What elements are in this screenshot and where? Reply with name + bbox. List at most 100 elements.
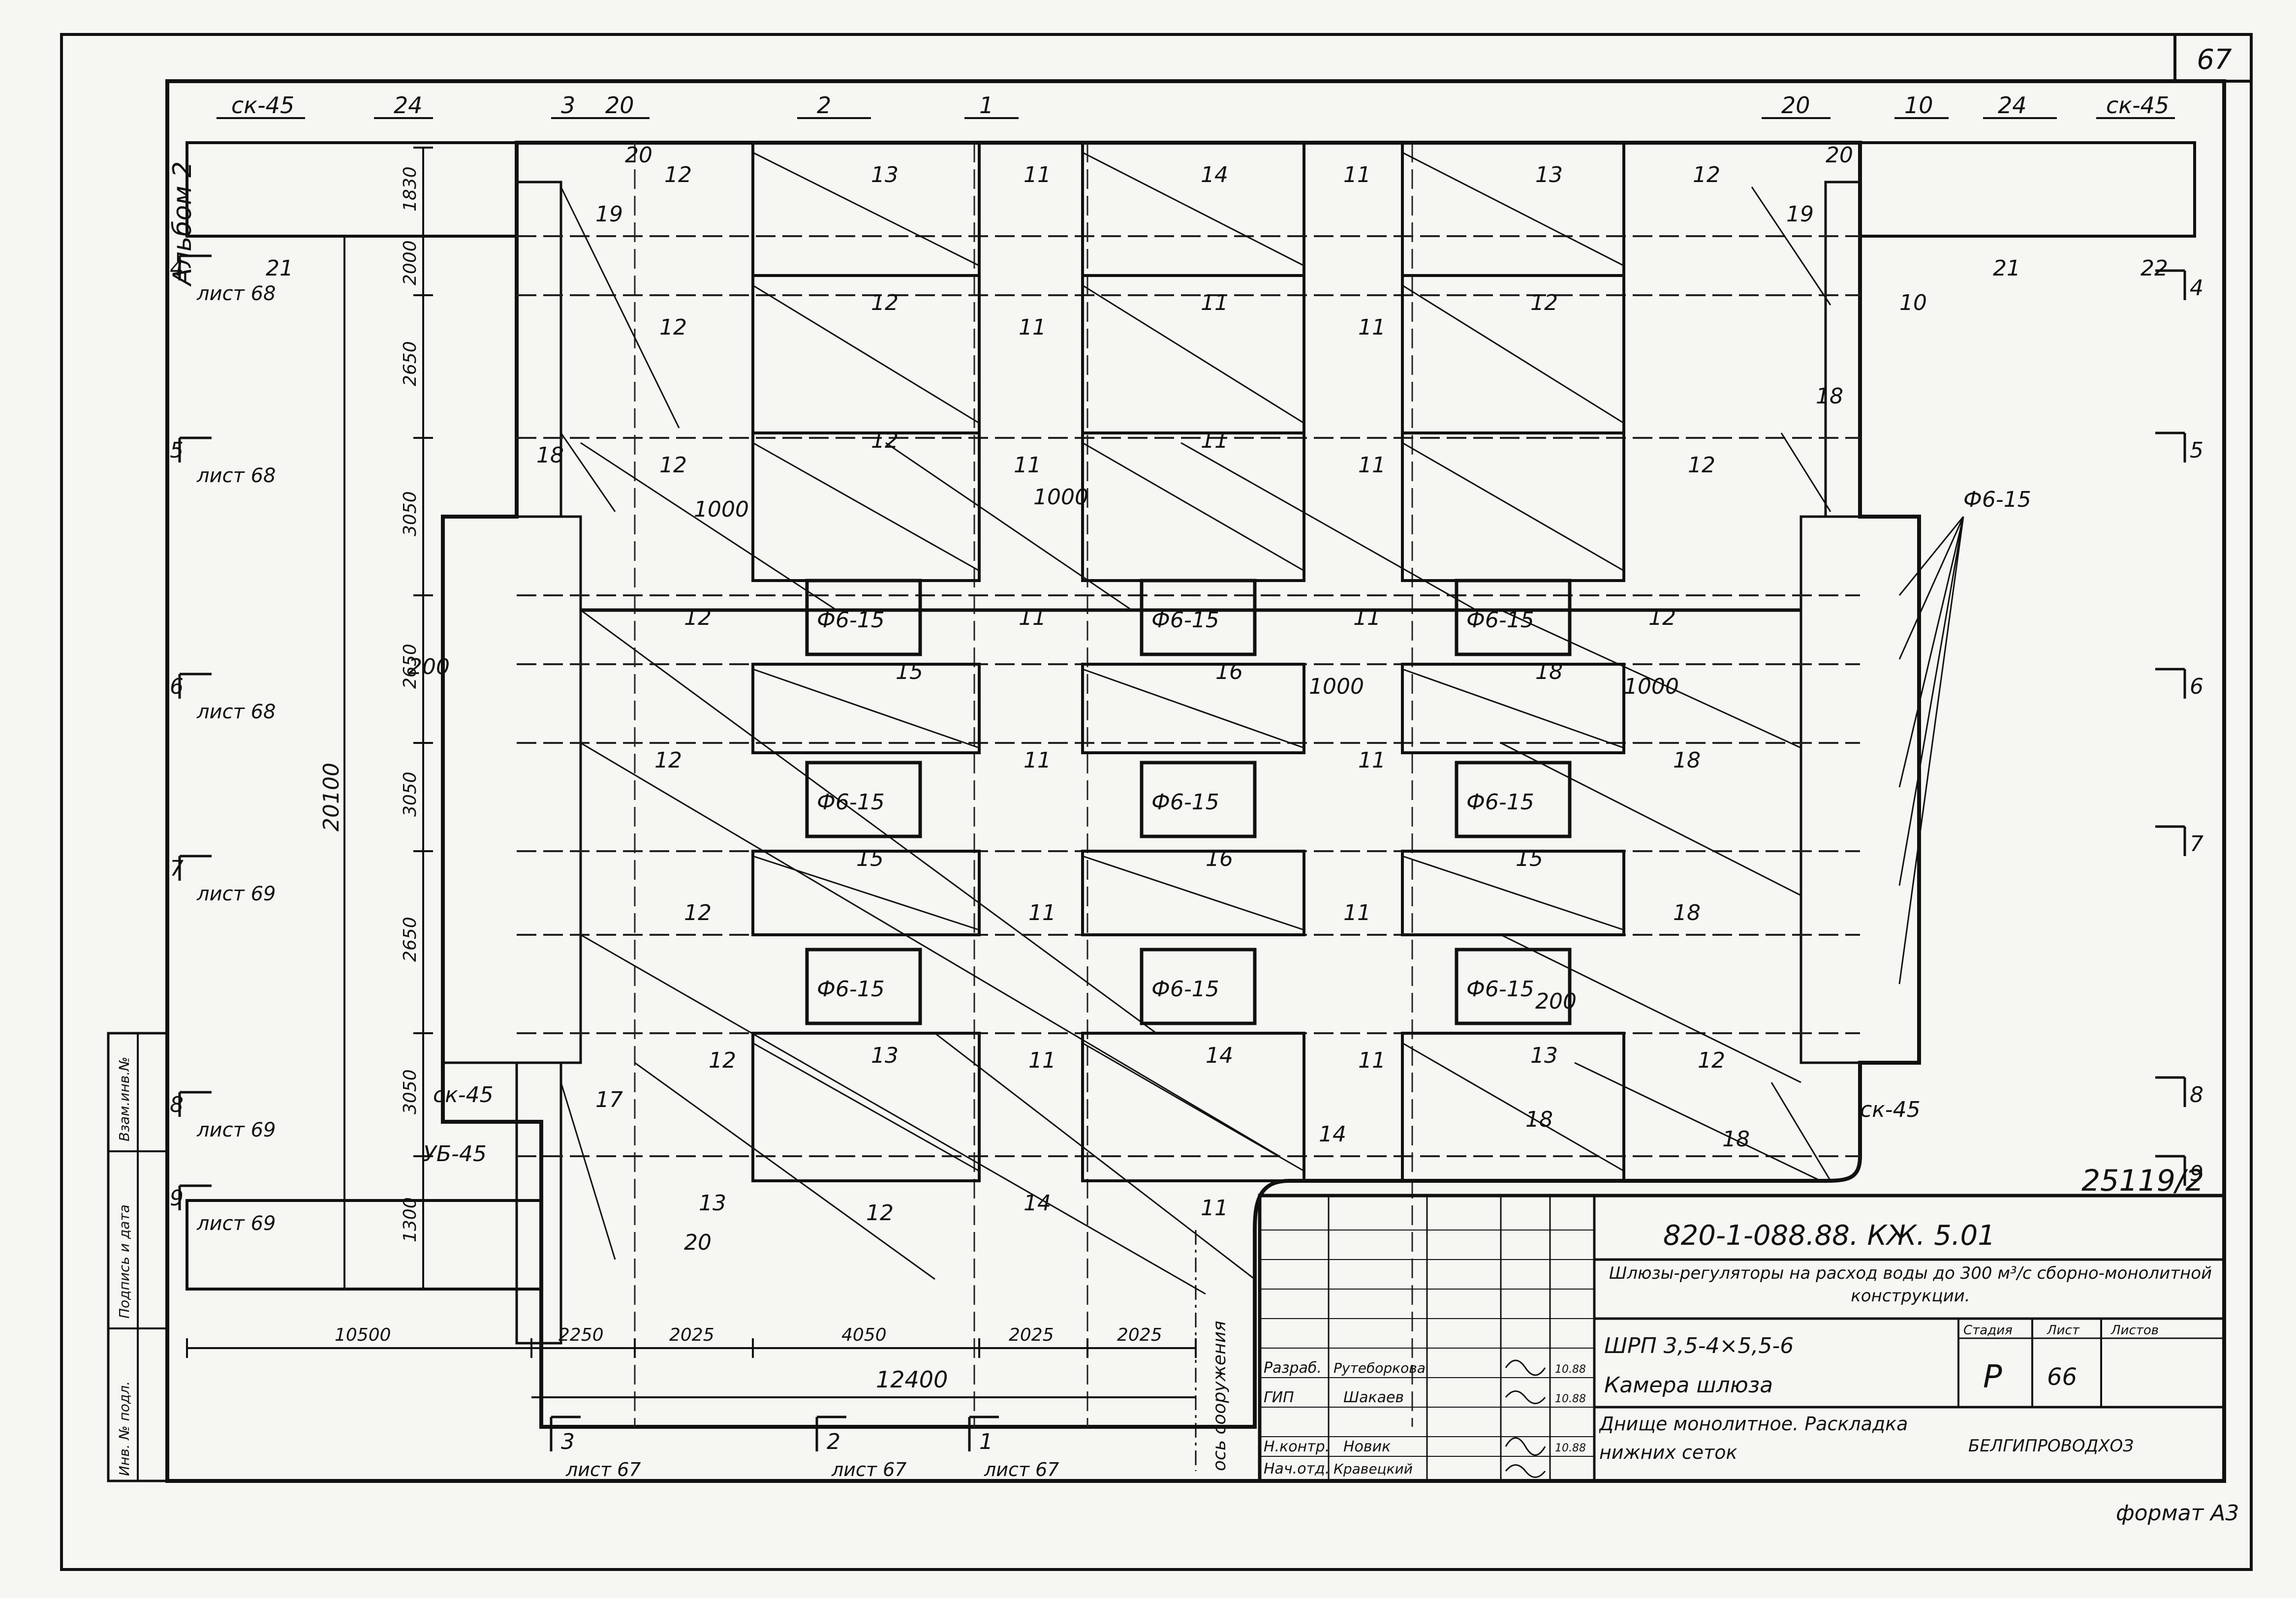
section-arrow [2155, 1076, 2186, 1107]
person-date: 10.88 [1555, 1442, 1586, 1454]
mesh-label: 22 [2141, 256, 2168, 281]
mesh-panel [751, 663, 981, 754]
vertical-dim: 2000 [400, 240, 420, 285]
inner-frame [165, 79, 2226, 1483]
overall-width: 12400 [876, 1366, 948, 1393]
person-date: 10.88 [1555, 1393, 1586, 1405]
section-sheet: лист 69 [196, 883, 276, 905]
mesh-label: 1000 [1309, 674, 1364, 699]
mesh-label: УБ-45 [423, 1141, 487, 1167]
vertical-dim: 1830 [400, 166, 420, 212]
mesh-diagonal [752, 1042, 980, 1172]
section-number: 5 [2190, 438, 2203, 463]
mesh-diagonal [560, 1082, 616, 1260]
top-mark: 20 [1781, 92, 1810, 119]
mesh-label: 18 [1525, 1107, 1553, 1132]
mesh-label: 11 [1019, 605, 1046, 630]
replace-inv-label: Взам.инв.№ [116, 1057, 132, 1141]
top-mark: 1 [979, 92, 993, 119]
mesh-label: 11 [1201, 290, 1228, 315]
mesh-label: 12 [1698, 1048, 1725, 1073]
top-mark: 24 [1998, 92, 2027, 119]
mesh-label: 11 [1353, 605, 1381, 630]
mesh-label: 12 [659, 315, 687, 340]
role-label: Разраб. [1264, 1359, 1322, 1377]
mesh-label: 11 [1343, 162, 1371, 187]
section-arrow [2155, 1155, 2186, 1186]
mesh-label: 11 [1343, 900, 1371, 925]
mesh-label: 12 [1530, 290, 1558, 315]
mesh-panel [1401, 1032, 1625, 1182]
mesh-grid [517, 143, 1860, 1427]
mesh-label: 13 [699, 1191, 726, 1216]
vertical-dim: 2650 [400, 917, 420, 962]
sheets-header: Листов [2110, 1323, 2159, 1338]
section-number: 1 [979, 1429, 993, 1454]
mesh-label: 11 [1201, 428, 1228, 453]
section-arrow [178, 1184, 212, 1210]
horizontal-dim: 4050 [841, 1325, 887, 1345]
outer-frame [60, 33, 2253, 1571]
vertical-dim: 2650 [400, 341, 420, 386]
mesh-panel [1081, 663, 1305, 754]
inv-no-label: Инв. № подл. [116, 1381, 132, 1476]
section-sheet: лист 67 [565, 1459, 641, 1480]
mesh-label: 18 [1673, 900, 1701, 925]
section-arrow [815, 1415, 846, 1451]
page-number-box [2173, 34, 2251, 83]
mesh-label: 12 [664, 162, 692, 187]
mesh-diagonal [634, 1062, 935, 1280]
mesh-label: 15 [896, 659, 923, 684]
right-wall-mid [1800, 515, 1921, 1064]
right-wall-top [1824, 181, 1862, 518]
title-block: 820-1-088.88. КЖ. 5.01 Шлюзы-регуляторы … [1258, 1194, 2226, 1483]
mesh-diagonal [752, 442, 980, 572]
section-sheet: лист 69 [196, 1119, 276, 1141]
horizontal-dim: 2025 [1009, 1325, 1054, 1345]
mesh-diagonal [752, 855, 980, 931]
chamber-name: Камера шлюза [1604, 1373, 1773, 1398]
section-number: 4 [170, 256, 184, 281]
mesh-panel [1081, 1032, 1305, 1182]
person-name: Кравецкий [1334, 1461, 1413, 1477]
mesh-diagonal [934, 1032, 1255, 1280]
vertical-dim: 1300 [400, 1197, 420, 1242]
f6-15-box [1140, 579, 1257, 656]
section-number: 8 [170, 1092, 184, 1117]
mesh-label: 12 [659, 453, 687, 478]
mesh-label: 11 [1014, 453, 1041, 478]
role-label: Н.контр. [1264, 1438, 1330, 1455]
mesh-diagonal [1500, 742, 1801, 896]
mesh-label: 11 [1028, 900, 1056, 925]
mesh-label: 13 [871, 162, 899, 187]
mesh-diagonal [1082, 152, 1304, 267]
overall-height: 20100 [319, 763, 344, 831]
vertical-dim: 3050 [400, 771, 420, 817]
organization: БЕЛГИПРОВОДХОЗ [1968, 1436, 2134, 1456]
mesh-label: 18 [1722, 1127, 1750, 1152]
vertical-dim: 3050 [400, 491, 420, 536]
mesh-diagonal [1402, 442, 1624, 572]
section-arrow [178, 673, 212, 699]
mesh-diagonal [1500, 934, 1801, 1083]
role-label: ГИП [1264, 1389, 1294, 1406]
mesh-label: 14 [1319, 1122, 1346, 1147]
mesh-label: 14 [1024, 1191, 1051, 1216]
f6-15-box [1140, 761, 1257, 838]
role-label: Нач.отд. [1264, 1460, 1330, 1477]
section-sheet: лист 69 [196, 1212, 276, 1235]
section-sheet: лист 68 [196, 282, 276, 305]
mesh-diagonal [752, 152, 980, 267]
mesh-label: 11 [1024, 748, 1051, 773]
axis-label: ось сооружения [1210, 1321, 1230, 1471]
mesh-diagonal [1751, 186, 1831, 306]
top-mark: ск-45 [231, 92, 294, 119]
mesh-label: 200 [408, 654, 450, 679]
album-label: Альбом 2 [168, 161, 197, 287]
mesh-label: 12 [1648, 605, 1676, 630]
